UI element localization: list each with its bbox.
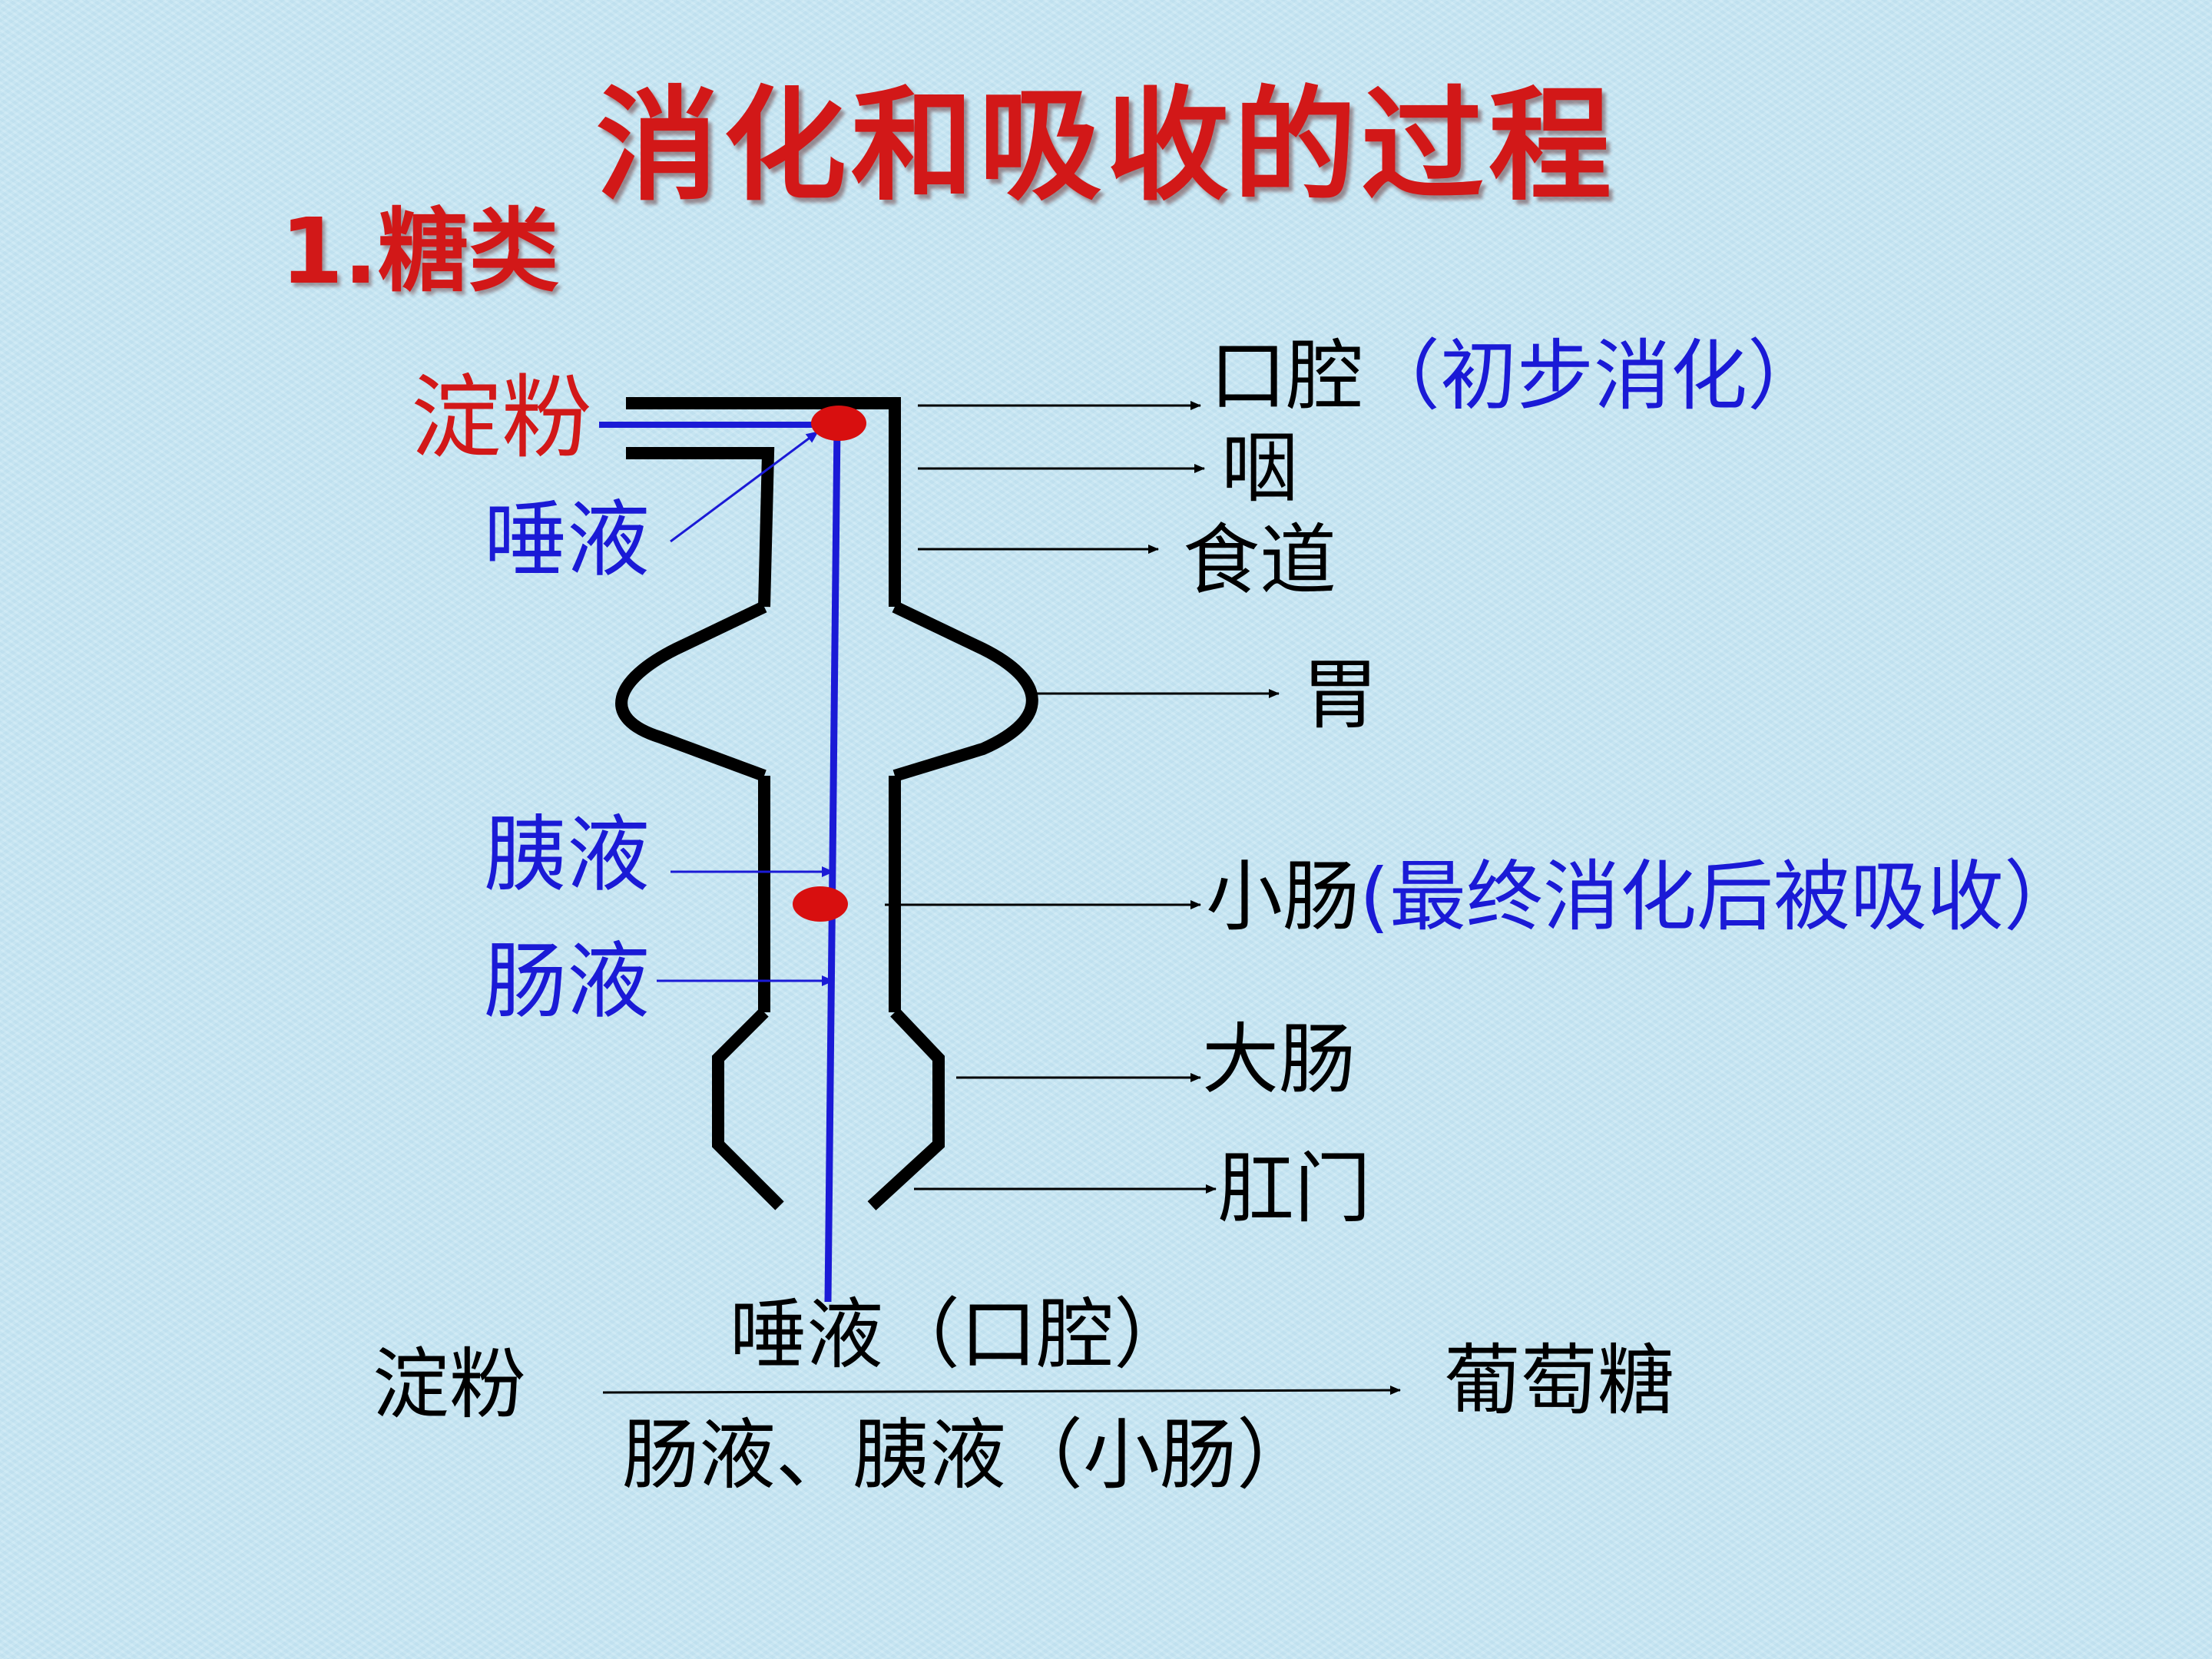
organ-esophagus: 食道 — [1183, 515, 1336, 605]
starch-label: 淀粉 — [411, 365, 593, 471]
tract-walls — [615, 397, 1038, 1210]
organ-mouth: 口腔（初步消化） — [1210, 338, 1824, 415]
food-path-line — [824, 424, 841, 1303]
equation-product: 葡萄糖 — [1444, 1336, 1674, 1426]
organ-large-intestine: 大肠 — [1202, 1015, 1356, 1104]
starch-path — [599, 419, 841, 1303]
mouth-digestion-site — [811, 406, 866, 441]
organ-pharynx: 咽 — [1221, 423, 1298, 513]
equation-condition-above: 唾液（口腔） — [730, 1290, 1190, 1379]
equation-condition-below: 肠液、胰液（小肠） — [622, 1410, 1313, 1500]
equation-arrow — [602, 1386, 1401, 1396]
organ-note: （初步消化） — [1363, 331, 1824, 421]
saliva-label: 唾液 — [484, 492, 651, 588]
tract-wall-top — [626, 397, 901, 607]
organ-name: 口腔 — [1210, 331, 1363, 421]
tract-wall-inner-top — [626, 447, 775, 608]
intestinal-juice-label: 肠液 — [484, 934, 651, 1030]
organ-small-intestine: 小肠(最终消化后被吸收） — [1206, 859, 2081, 935]
stomach-left-wall — [615, 601, 767, 782]
large-intestine-right-wall — [867, 1008, 945, 1210]
stomach-right-wall — [892, 601, 1038, 782]
organ-anus: 肛门 — [1217, 1144, 1371, 1233]
section-heading: 1.糖类 — [280, 198, 559, 304]
equation-reactant: 淀粉 — [373, 1339, 526, 1429]
organ-note: (最终消化后被吸收） — [1359, 852, 2081, 942]
organ-name: 小肠 — [1206, 852, 1359, 942]
organ-stomach: 胃 — [1302, 650, 1379, 740]
pancreatic-juice-label: 胰液 — [484, 807, 651, 903]
intestine-digestion-site — [793, 886, 848, 922]
large-intestine-left-wall — [712, 1008, 784, 1210]
page-title: 消化和吸收的过程 — [595, 74, 1616, 217]
saliva-arrow — [670, 430, 819, 543]
